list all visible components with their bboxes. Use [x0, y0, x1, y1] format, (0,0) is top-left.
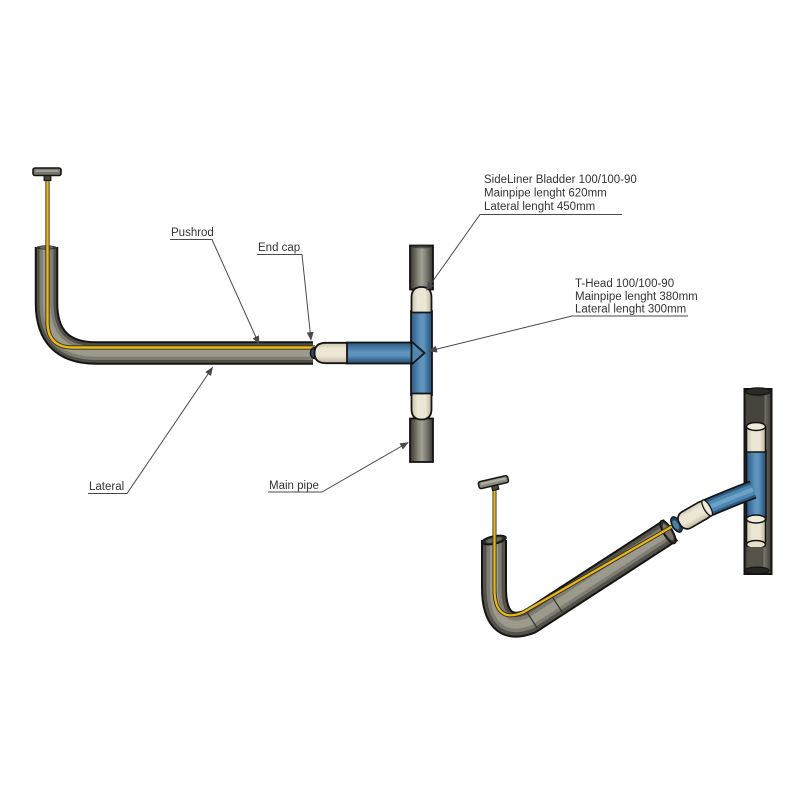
- perspective-bladder-bottom-top-dome: [745, 514, 767, 524]
- perspective-pushrod-handle: [477, 474, 510, 492]
- lateral-liner-blue: [345, 341, 413, 365]
- perspective-lateral-pipe: [481, 519, 679, 638]
- t-head-annotation: T-Head 100/100-90 Mainpipe lenght 380mm …: [575, 278, 698, 316]
- perspective-pipe-hollow-bottom: [747, 547, 764, 571]
- perspective-pipe-bottom-opening: [744, 566, 770, 575]
- perspective-bladder-top-dome: [745, 421, 767, 432]
- end-cap-label: End cap: [258, 242, 300, 254]
- t-head-annotation-line2: Mainpipe lenght 380mm: [575, 291, 698, 303]
- end-cap: [309, 341, 348, 365]
- main-view-orthographic: [32, 167, 434, 463]
- lateral-leader: [88, 366, 213, 494]
- perspective-lateral-mouth: [659, 519, 677, 545]
- end-cap-body: [313, 341, 348, 365]
- perspective-view: [477, 387, 773, 638]
- sideliner-bladder-annotation: SideLiner Bladder 100/100-90 Mainpipe le…: [484, 174, 637, 213]
- t-head-junction-chevron: [410, 339, 426, 367]
- lateral-label: Lateral: [89, 481, 124, 493]
- handle-highlight: [480, 477, 506, 486]
- main-pipe-leader: [268, 442, 409, 493]
- main-pipe-bottom-segment: [409, 417, 434, 463]
- perspective-main-pipe: [743, 387, 773, 575]
- sideliner-bladder-leader: [425, 214, 622, 291]
- perspective-pipe-top-opening: [744, 387, 772, 396]
- t-head-leader: [428, 315, 688, 353]
- lateral-pipe: [34, 245, 313, 365]
- perspective-pushrod-rod: [492, 486, 673, 618]
- callout-labels: Pushrod End cap Lateral Main pipe SideLi…: [89, 174, 698, 493]
- perspective-end-cap: [677, 499, 714, 530]
- bladder-bottom-end: [410, 392, 433, 421]
- t-head-annotation-line3: Lateral lenght 300mm: [575, 304, 686, 316]
- main-pipe-top-segment: [409, 244, 434, 291]
- end-cap-leader: [257, 254, 314, 341]
- pushrod-label: Pushrod: [171, 227, 214, 239]
- main-pipe-label: Main pipe: [269, 480, 319, 492]
- handle-highlight: [35, 169, 59, 172]
- sideliner-annotation-line1: SideLiner Bladder 100/100-90: [484, 174, 637, 186]
- leader-lines: [88, 214, 688, 494]
- pushrod-rod: [45, 176, 315, 350]
- pushrod-handle: [32, 167, 62, 182]
- t-head-annotation-line1: T-Head 100/100-90: [575, 278, 674, 290]
- pushrod-leader: [170, 239, 260, 345]
- main-pipe-top-opening: [411, 244, 432, 249]
- bladder-top-end: [410, 286, 433, 314]
- sideliner-annotation-line3: Lateral lenght 450mm: [484, 201, 595, 213]
- sideliner-annotation-line2: Mainpipe lenght 620mm: [484, 188, 607, 200]
- perspective-pipe-hollow-top: [747, 392, 765, 426]
